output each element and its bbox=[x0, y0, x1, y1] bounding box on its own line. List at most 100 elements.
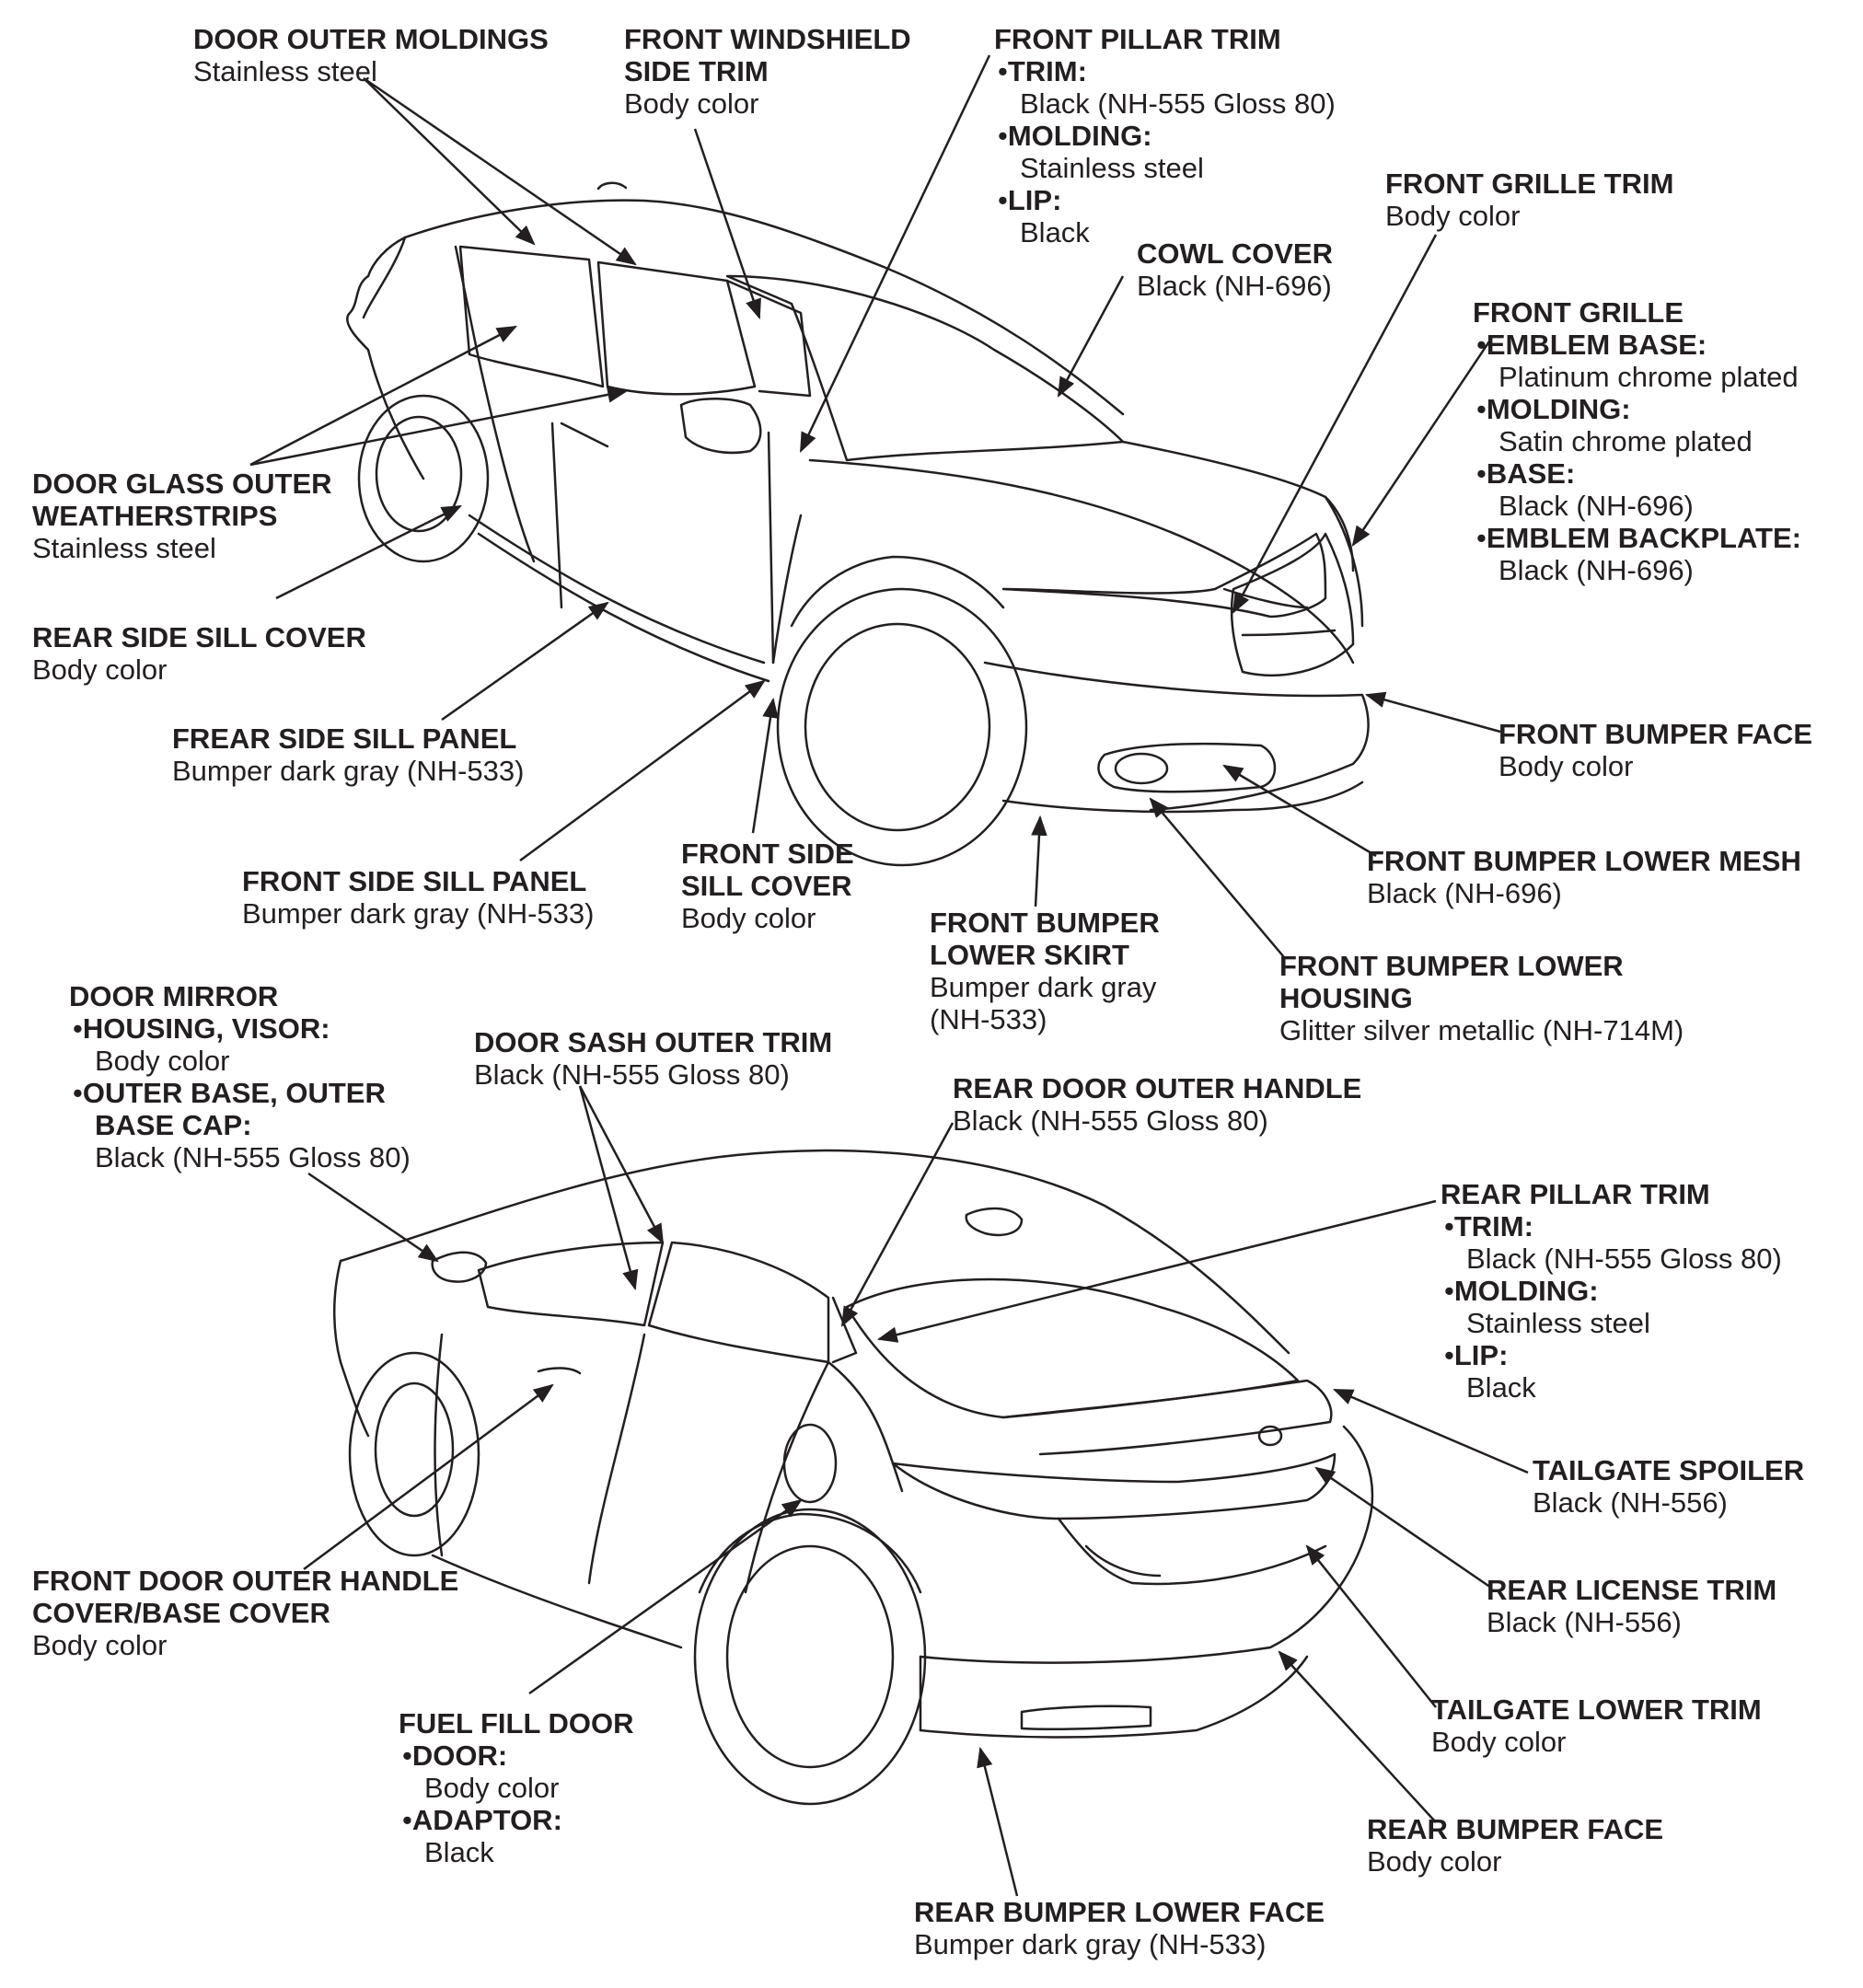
item-value: Black (NH-696) bbox=[1498, 490, 1694, 522]
door-outer-moldings-value: Stainless steel bbox=[193, 55, 377, 87]
callout-tailgate-lower-trim: TAILGATE LOWER TRIM Body color bbox=[1431, 1693, 1762, 1758]
front-bumper-lower-housing-title-line1: FRONT BUMPER LOWER bbox=[1279, 950, 1624, 982]
callout-front-pillar-trim: FRONT PILLAR TRIM TRIM:Black (NH-555 Glo… bbox=[994, 23, 1336, 248]
item-value: Stainless steel bbox=[1466, 1307, 1650, 1339]
item-name: MOLDING: bbox=[1476, 393, 1801, 425]
item-value: Black bbox=[424, 1836, 494, 1868]
front-side-sill-cover-title-line2: SILL COVER bbox=[681, 870, 852, 902]
front-grille-trim-value: Body color bbox=[1385, 200, 1521, 232]
item-value: Platinum chrome plated bbox=[1498, 361, 1799, 393]
item-name: LIP: bbox=[998, 184, 1336, 216]
item-name: EMBLEM BASE: bbox=[1476, 329, 1801, 361]
front-pillar-trim-item-molding: MOLDING:Stainless steel bbox=[998, 120, 1336, 184]
door-glass-outer-weatherstrips-title-line2: WEATHERSTRIPS bbox=[32, 500, 278, 532]
door-mirror-title: DOOR MIRROR bbox=[69, 980, 279, 1012]
door-outer-moldings-title: DOOR OUTER MOLDINGS bbox=[193, 23, 549, 55]
item-value: Body color bbox=[95, 1045, 230, 1077]
item-value: Black (NH-696) bbox=[1498, 554, 1694, 586]
item-value: Black (NH-555 Gloss 80) bbox=[1466, 1242, 1782, 1275]
door-mirror-item-housing-visor: HOUSING, VISOR:Body color bbox=[73, 1012, 411, 1077]
rear-bumper-lower-face-value: Bumper dark gray (NH-533) bbox=[914, 1928, 1267, 1960]
front-bumper-face-value: Body color bbox=[1498, 750, 1634, 782]
front-windshield-side-trim-title-line1: FRONT WINDSHIELD bbox=[624, 23, 911, 55]
rear-pillar-trim-item-molding: MOLDING:Stainless steel bbox=[1444, 1275, 1782, 1339]
front-bumper-lower-skirt-title-line1: FRONT BUMPER bbox=[930, 907, 1160, 939]
callout-front-windshield-side-trim: FRONT WINDSHIELD SIDE TRIM Body color bbox=[624, 23, 911, 120]
door-sash-outer-trim-title: DOOR SASH OUTER TRIM bbox=[474, 1026, 833, 1058]
frear-side-sill-panel-title: FREAR SIDE SILL PANEL bbox=[172, 722, 517, 755]
front-door-outer-handle-cover-value: Body color bbox=[32, 1629, 168, 1661]
callout-cowl-cover: COWL COVER Black (NH-696) bbox=[1137, 237, 1333, 302]
item-name: OUTER BASE, OUTER bbox=[73, 1077, 411, 1109]
tailgate-lower-trim-title: TAILGATE LOWER TRIM bbox=[1431, 1693, 1762, 1726]
door-sash-outer-trim-value: Black (NH-555 Gloss 80) bbox=[474, 1058, 790, 1091]
callout-rear-side-sill-cover: REAR SIDE SILL COVER Body color bbox=[32, 621, 366, 686]
rear-license-trim-title: REAR LICENSE TRIM bbox=[1487, 1574, 1777, 1606]
callout-door-mirror: DOOR MIRROR HOUSING, VISOR:Body color OU… bbox=[69, 980, 411, 1173]
front-bumper-lower-skirt-value-line1: Bumper dark gray bbox=[930, 971, 1157, 1003]
front-pillar-trim-title: FRONT PILLAR TRIM bbox=[994, 23, 1281, 55]
front-windshield-side-trim-title-line2: SIDE TRIM bbox=[624, 55, 769, 87]
fuel-fill-door-item-door: DOOR:Body color bbox=[402, 1740, 633, 1804]
cowl-cover-value: Black (NH-696) bbox=[1137, 270, 1332, 302]
front-bumper-face-title: FRONT BUMPER FACE bbox=[1498, 718, 1812, 750]
callout-front-side-sill-cover: FRONT SIDE SILL COVER Body color bbox=[681, 838, 854, 934]
leader-lines bbox=[249, 54, 1529, 1897]
tailgate-spoiler-value: Black (NH-556) bbox=[1533, 1486, 1728, 1519]
callout-rear-pillar-trim: REAR PILLAR TRIM TRIM:Black (NH-555 Glos… bbox=[1441, 1178, 1782, 1404]
rear-license-trim-value: Black (NH-556) bbox=[1487, 1606, 1682, 1638]
item-name: ADAPTOR: bbox=[402, 1804, 633, 1836]
rear-side-sill-cover-value: Body color bbox=[32, 653, 168, 686]
callout-door-outer-moldings: DOOR OUTER MOLDINGS Stainless steel bbox=[193, 23, 549, 87]
item-name: HOUSING, VISOR: bbox=[73, 1012, 411, 1045]
rear-side-sill-cover-title: REAR SIDE SILL COVER bbox=[32, 621, 366, 653]
item-name: TRIM: bbox=[998, 55, 1336, 87]
callout-front-grille: FRONT GRILLE EMBLEM BASE:Platinum chrome… bbox=[1473, 296, 1801, 586]
item-name: BASE: bbox=[1476, 457, 1801, 490]
front-bumper-lower-housing-value: Glitter silver metallic (NH-714M) bbox=[1279, 1014, 1684, 1046]
front-bumper-lower-housing-title-line2: HOUSING bbox=[1279, 982, 1413, 1014]
item-value: Black bbox=[1466, 1371, 1536, 1404]
front-door-outer-handle-cover-title-line2: COVER/BASE COVER bbox=[32, 1597, 330, 1629]
front-bumper-lower-skirt-value-line2: (NH-533) bbox=[930, 1003, 1047, 1035]
front-side-sill-panel-title: FRONT SIDE SILL PANEL bbox=[242, 865, 587, 897]
callout-front-bumper-lower-housing: FRONT BUMPER LOWER HOUSING Glitter silve… bbox=[1279, 950, 1684, 1046]
item-name-continued: BASE CAP: bbox=[95, 1109, 252, 1141]
cowl-cover-title: COWL COVER bbox=[1137, 237, 1333, 270]
rear-door-outer-handle-value: Black (NH-555 Gloss 80) bbox=[953, 1104, 1268, 1137]
item-value: Black (NH-555 Gloss 80) bbox=[95, 1141, 411, 1173]
callout-door-sash-outer-trim: DOOR SASH OUTER TRIM Black (NH-555 Gloss… bbox=[474, 1026, 832, 1091]
callout-rear-license-trim: REAR LICENSE TRIM Black (NH-556) bbox=[1487, 1574, 1776, 1638]
item-value: Stainless steel bbox=[1020, 152, 1204, 184]
item-value: Body color bbox=[424, 1772, 560, 1804]
tailgate-spoiler-title: TAILGATE SPOILER bbox=[1533, 1454, 1805, 1486]
front-side-sill-panel-value: Bumper dark gray (NH-533) bbox=[242, 897, 595, 930]
front-grille-item-emblem-backplate: EMBLEM BACKPLATE:Black (NH-696) bbox=[1476, 522, 1801, 586]
callout-rear-bumper-face: REAR BUMPER FACE Body color bbox=[1367, 1813, 1663, 1878]
front-bumper-lower-mesh-value: Black (NH-696) bbox=[1367, 877, 1562, 909]
rear-pillar-trim-item-lip: LIP:Black bbox=[1444, 1339, 1782, 1404]
rear-car-drawing bbox=[332, 1149, 1374, 1806]
rear-bumper-lower-face-title: REAR BUMPER LOWER FACE bbox=[914, 1896, 1325, 1928]
fuel-fill-door-item-adaptor: ADAPTOR:Black bbox=[402, 1804, 633, 1868]
callout-front-door-outer-handle-cover: FRONT DOOR OUTER HANDLE COVER/BASE COVER… bbox=[32, 1565, 458, 1661]
callout-frear-side-sill-panel: FREAR SIDE SILL PANEL Bumper dark gray (… bbox=[172, 722, 524, 787]
callout-front-grille-trim: FRONT GRILLE TRIM Body color bbox=[1385, 168, 1673, 232]
front-grille-title: FRONT GRILLE bbox=[1473, 296, 1684, 329]
rear-bumper-face-title: REAR BUMPER FACE bbox=[1367, 1813, 1664, 1845]
rear-door-outer-handle-title: REAR DOOR OUTER HANDLE bbox=[953, 1072, 1362, 1104]
item-name: DOOR: bbox=[402, 1740, 633, 1772]
tailgate-lower-trim-value: Body color bbox=[1431, 1726, 1567, 1758]
rear-pillar-trim-item-trim: TRIM:Black (NH-555 Gloss 80) bbox=[1444, 1210, 1782, 1275]
frear-side-sill-panel-value: Bumper dark gray (NH-533) bbox=[172, 755, 525, 787]
front-grille-trim-title: FRONT GRILLE TRIM bbox=[1385, 168, 1674, 200]
item-value: Black (NH-555 Gloss 80) bbox=[1020, 87, 1336, 120]
front-grille-item-molding: MOLDING:Satin chrome plated bbox=[1476, 393, 1801, 457]
item-value: Satin chrome plated bbox=[1498, 425, 1753, 457]
front-grille-item-base: BASE:Black (NH-696) bbox=[1476, 457, 1801, 522]
callout-rear-bumper-lower-face: REAR BUMPER LOWER FACE Bumper dark gray … bbox=[914, 1896, 1325, 1960]
item-name: LIP: bbox=[1444, 1339, 1782, 1371]
